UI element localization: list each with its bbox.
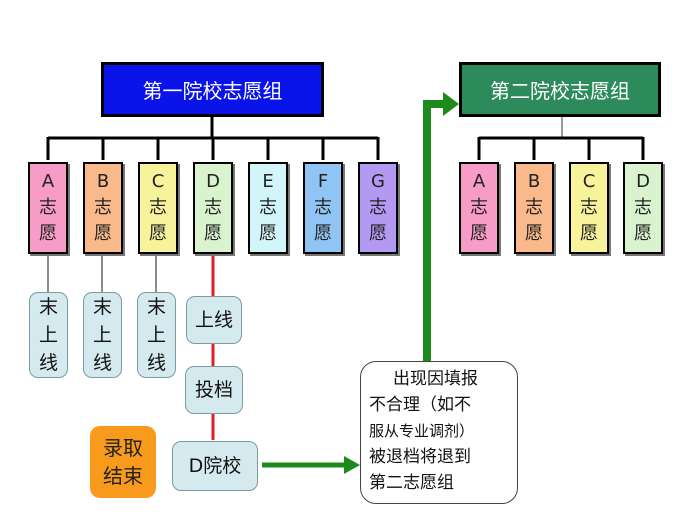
choice-char: 愿 [149,223,167,244]
choice-letter: A [472,171,486,192]
choice-char: 志 [314,197,332,218]
pill-char: 线 [92,352,112,374]
pill-char: 上 [146,324,166,346]
pill-char: 末 [38,296,58,318]
choice-char: 志 [149,197,167,218]
pill-char: 上 [92,324,112,346]
choice-char: 愿 [369,223,387,244]
choice-char: 愿 [94,223,112,244]
group2-title: 第二院校志愿组 [459,62,661,117]
pill-char: 上 [38,324,58,346]
group1-choice-a: A 志 愿 [28,162,68,254]
callout-line: 被退档将退到 [369,447,471,467]
step-label: 上线 [194,309,233,331]
callout-line: 第二志愿组 [369,473,454,493]
group2-choice-d: D 志 愿 [623,162,663,254]
choice-letter: B [96,171,110,192]
choice-char: 愿 [470,223,488,244]
choice-char: 志 [470,197,488,218]
choice-char: 志 [634,197,652,218]
choice-letter: C [151,171,165,192]
group1-choice-b: B 志 愿 [83,162,123,254]
group1-title: 第一院校志愿组 [101,62,324,117]
choice-letter: G [371,171,385,192]
admission-end-line: 录取 [103,436,143,460]
rejection-callout: 出现因填报 不合理（如不 服从专业调剂） 被退档将退到 第二志愿组 [360,361,518,504]
choice-letter: F [317,171,329,192]
step-label: D院校 [188,455,242,477]
admission-end-line: 结束 [103,464,143,488]
group1-choice-d: D 志 愿 [193,162,233,254]
choice-letter: D [206,171,220,192]
callout-line: 不合理（如不 [369,395,471,415]
group1-choice-c: C 志 愿 [138,162,178,254]
choice-char: 愿 [314,223,332,244]
pill-char: 线 [38,352,58,374]
choice-char: 愿 [204,223,222,244]
choice-letter: E [262,171,274,192]
choice-char: 志 [369,197,387,218]
callout-line: 服从专业调剂） [369,422,475,440]
group2-choice-b: B 志 愿 [514,162,554,254]
callout-line: 出现因填报 [393,369,478,389]
pill-char: 末 [92,296,112,318]
not-online-a: 末 上 线 [29,292,68,378]
choice-letter: D [636,171,650,192]
group2-choice-c: C 志 愿 [569,162,609,254]
pill-char: 线 [146,352,166,374]
choice-char: 志 [580,197,598,218]
choice-char: 愿 [580,223,598,244]
group1-choice-e: E 志 愿 [248,162,288,254]
step-label: 投档 [194,379,233,401]
group1-choice-g: G 志 愿 [358,162,398,254]
choice-letter: A [41,171,55,192]
choice-char: 志 [525,197,543,218]
not-online-b: 末 上 线 [83,292,122,378]
choice-letter: B [527,171,541,192]
choice-char: 愿 [525,223,543,244]
admission-end-box: 录取 结束 [90,426,156,498]
choice-char: 志 [39,197,57,218]
step-online: 上线 [186,296,242,344]
group2-choice-a: A 志 愿 [459,162,499,254]
group1-choice-f: F 志 愿 [303,162,343,254]
choice-char: 志 [259,197,277,218]
step-d-school: D院校 [172,441,258,491]
not-online-c: 末 上 线 [137,292,176,378]
choice-letter: C [582,171,596,192]
choice-char: 志 [204,197,222,218]
choice-char: 愿 [634,223,652,244]
choice-char: 愿 [39,223,57,244]
choice-char: 愿 [259,223,277,244]
step-file-submission: 投档 [185,366,243,414]
choice-char: 志 [94,197,112,218]
pill-char: 末 [146,296,166,318]
